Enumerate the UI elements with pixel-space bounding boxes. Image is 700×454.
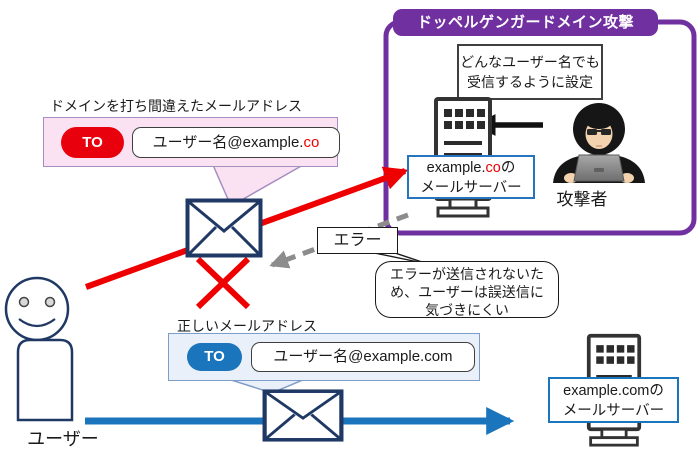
mail-server-com-line1: example.comの (563, 383, 664, 399)
mistyped-address-caption: ドメインを打ち間違えたメールアドレス (50, 98, 302, 114)
mail-server-co-line1: example.coの (426, 160, 516, 176)
to-badge-blue: TO (187, 343, 242, 371)
attacker-setup-note: どんなユーザー名でも 受信するように設定 (457, 44, 603, 100)
mistyped-address-box: TO ユーザー名@example.co (43, 117, 340, 167)
mail-server-co-label: example.coの メールサーバー (407, 155, 535, 199)
mail-server-com-line2: メールサーバー (562, 403, 665, 419)
mail-server-co-line2: メールサーバー (420, 180, 522, 196)
user-icon (1, 276, 101, 431)
correct-address-box: TO ユーザー名@example.com (168, 333, 480, 381)
error-explanation-bubble: エラーが送信されないた め、ユーザーは誤送信に 気づきにくい (375, 261, 559, 318)
error-label-box: エラー (317, 227, 398, 254)
correct-address-value: ユーザー名@example.com (251, 342, 475, 372)
typo-address-highlight: co (303, 133, 320, 151)
correct-address-caption: 正しいメールアドレス (177, 318, 317, 334)
correct-mail-envelope-icon (262, 389, 344, 447)
blocked-x-icon (195, 256, 251, 310)
attacker-icon (547, 97, 651, 188)
user-label: ユーザー (27, 429, 99, 449)
error-return-dashed-arrow (269, 212, 409, 269)
mistyped-address-value: ユーザー名@example.co (132, 126, 340, 158)
attacker-label: 攻撃者 (556, 190, 608, 209)
mail-server-com-label: example.comの メールサーバー (548, 377, 679, 423)
typo-domain-highlight: co (485, 160, 501, 176)
attack-panel-title: ドッペルゲンガードメイン攻撃 (393, 9, 658, 36)
to-badge-red: TO (61, 126, 124, 158)
mistyped-mail-envelope-icon (185, 198, 263, 263)
